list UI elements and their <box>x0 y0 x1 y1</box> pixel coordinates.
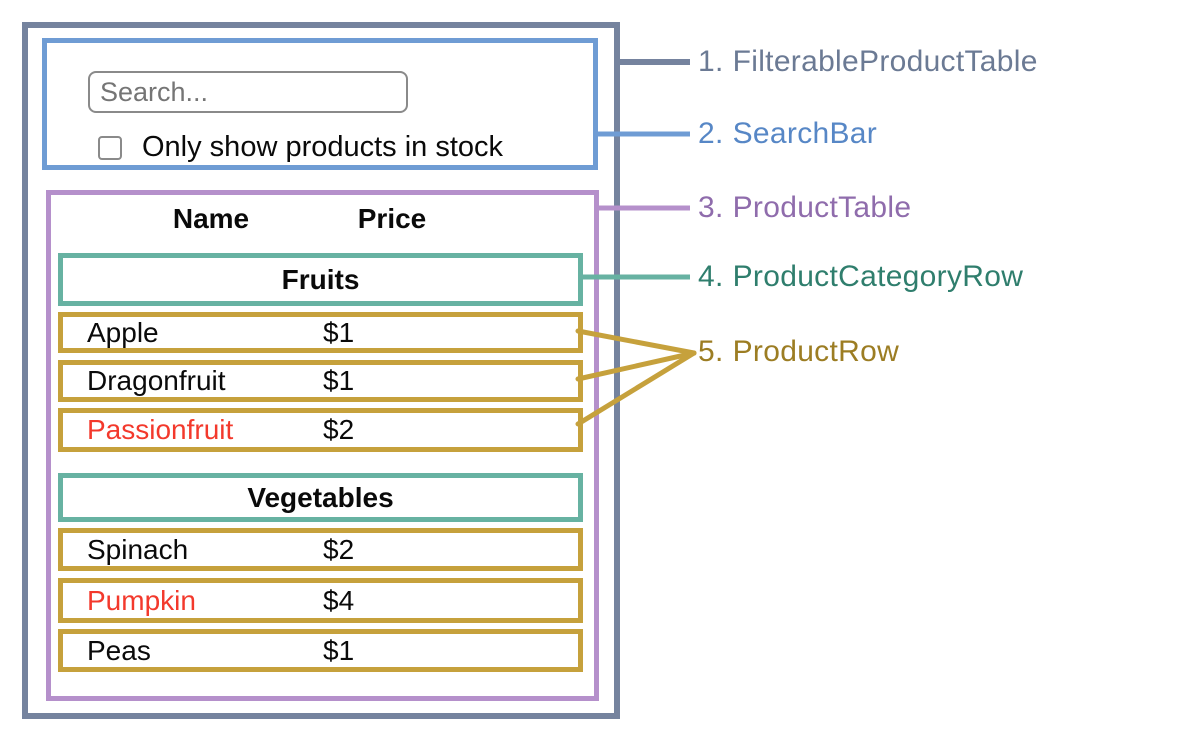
filterable-product-table-box: Only show products in stock Name Price F… <box>22 22 620 719</box>
product-row-peas: Peas $1 <box>58 629 583 672</box>
column-header-name: Name <box>172 203 250 234</box>
category-label: Fruits <box>281 263 360 295</box>
legend-number: 4. <box>698 260 724 293</box>
product-row-apple: Apple $1 <box>58 312 583 353</box>
product-name: Passionfruit <box>87 414 234 445</box>
category-row-vegetables: Vegetables <box>58 473 583 522</box>
legend-label-search-bar: 2.SearchBar <box>698 117 877 151</box>
search-bar-box: Only show products in stock <box>42 38 598 170</box>
category-row-fruits: Fruits <box>58 253 583 306</box>
legend-component-name: SearchBar <box>732 117 878 150</box>
product-name: Peas <box>87 634 151 666</box>
in-stock-checkbox-label: Only show products in stock <box>142 131 504 163</box>
product-price: $4 <box>323 584 355 616</box>
legend-number: 5. <box>698 335 724 368</box>
in-stock-checkbox[interactable] <box>98 135 122 160</box>
product-row-spinach: Spinach $2 <box>58 528 583 571</box>
product-row-dragonfruit: Dragonfruit $1 <box>58 360 583 402</box>
product-name: Dragonfruit <box>87 365 226 396</box>
product-price: $1 <box>323 316 355 348</box>
category-label: Vegetables <box>247 481 394 513</box>
product-name: Pumpkin <box>87 584 196 616</box>
legend-label-product-category-row: 4.ProductCategoryRow <box>698 260 1023 294</box>
product-row-passionfruit: Passionfruit $2 <box>58 408 583 452</box>
legend-component-name: FilterableProductTable <box>732 45 1038 78</box>
legend-component-name: ProductCategoryRow <box>732 260 1024 293</box>
product-name: Spinach <box>87 533 189 565</box>
product-price: $2 <box>323 414 355 445</box>
legend-label-product-row: 5.ProductRow <box>698 335 899 369</box>
column-header-price: Price <box>357 203 427 234</box>
product-row-pumpkin: Pumpkin $4 <box>58 578 583 623</box>
product-price: $1 <box>323 634 355 666</box>
stock-filter-row: Only show products in stock <box>98 131 503 164</box>
legend-number: 3. <box>698 191 724 224</box>
product-price: $2 <box>323 533 355 565</box>
legend-component-name: ProductRow <box>732 335 900 368</box>
legend-number: 2. <box>698 117 724 150</box>
product-name: Apple <box>87 316 159 348</box>
product-price: $1 <box>323 365 355 396</box>
legend-component-name: ProductTable <box>732 191 912 224</box>
legend-label-product-table: 3.ProductTable <box>698 191 911 225</box>
search-input[interactable] <box>88 71 408 113</box>
legend-label-filterable-product-table: 1.FilterableProductTable <box>698 45 1038 79</box>
product-table-box: Name Price Fruits Apple $1 Dragonfruit $… <box>46 190 599 701</box>
legend-number: 1. <box>698 45 724 78</box>
